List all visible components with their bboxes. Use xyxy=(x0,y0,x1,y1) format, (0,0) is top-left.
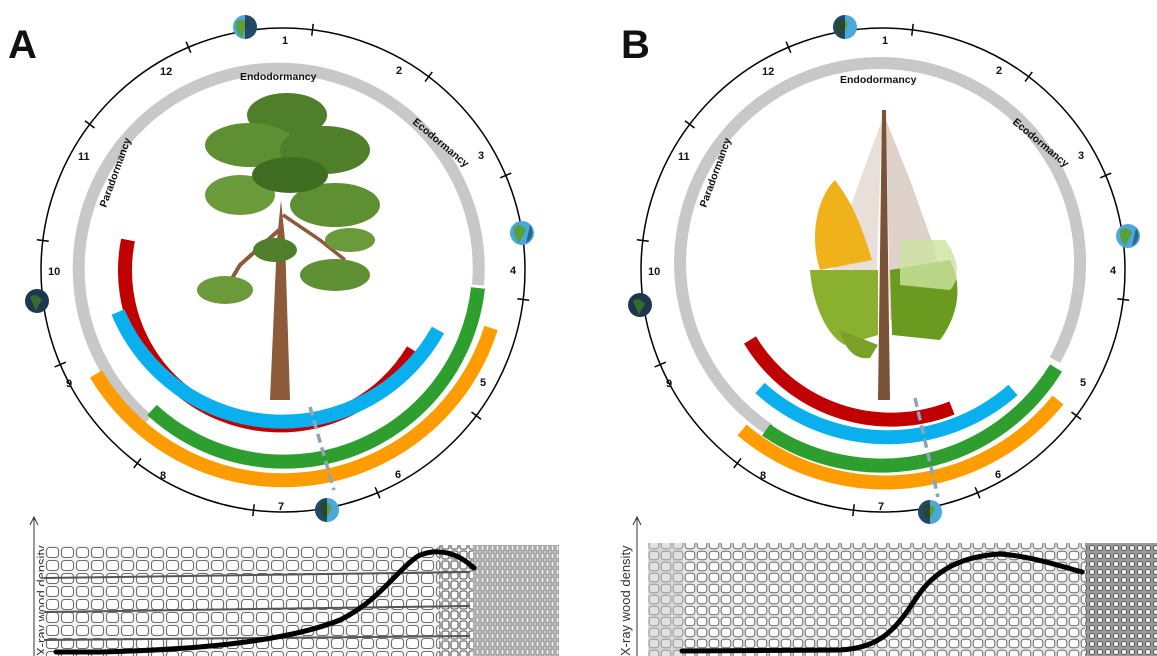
phase-ecodormancy: Ecodormancy xyxy=(410,116,471,170)
blue-arc xyxy=(111,309,445,429)
month-tick xyxy=(424,71,433,82)
month-label-12: 12 xyxy=(160,66,172,78)
clock-circle xyxy=(40,27,526,513)
month-tick xyxy=(1099,172,1112,179)
month-label-4: 4 xyxy=(1110,265,1117,277)
month-label-12: 12 xyxy=(762,66,774,78)
month-label-9: 9 xyxy=(66,378,72,390)
month-label-8: 8 xyxy=(160,470,166,482)
month-label-1: 1 xyxy=(282,35,288,47)
month-tick xyxy=(911,23,914,36)
panel-b: B 1 2 3 4 5 6 7 8 9 10 11 12 xyxy=(618,15,1157,656)
month-tick xyxy=(311,23,314,36)
month-label-3: 3 xyxy=(478,150,484,162)
dormancy-ring xyxy=(72,62,485,425)
month-tick xyxy=(517,298,530,301)
month-labels: 1 2 3 4 5 6 7 8 9 10 11 12 xyxy=(48,35,517,513)
month-tick xyxy=(974,486,981,499)
month-tick xyxy=(852,504,855,517)
month-label-7: 7 xyxy=(278,501,284,513)
panel-letter: A xyxy=(8,23,37,67)
month-tick xyxy=(185,41,192,54)
month-tick xyxy=(84,120,95,129)
month-tick xyxy=(471,411,482,420)
month-label-5: 5 xyxy=(480,377,486,389)
month-label-10: 10 xyxy=(648,266,660,278)
red-arc xyxy=(744,336,955,427)
month-tick xyxy=(785,41,792,54)
month-tick xyxy=(733,458,742,469)
month-label-4: 4 xyxy=(510,265,517,277)
green-arc xyxy=(147,287,485,469)
month-label-6: 6 xyxy=(995,469,1001,481)
month-tick xyxy=(133,458,142,469)
y-axis-label: X-ray wood density xyxy=(618,545,633,656)
month-tick xyxy=(1024,71,1033,82)
month-tick xyxy=(374,486,381,499)
globe-icon xyxy=(833,15,857,39)
month-tick xyxy=(1071,411,1082,420)
density-curve xyxy=(53,549,477,655)
month-label-3: 3 xyxy=(1078,150,1084,162)
month-label-11: 11 xyxy=(78,151,90,163)
panel-a: A 1 2 3 4 5 6 7 xyxy=(8,15,559,656)
globe-icon xyxy=(918,500,942,524)
green-arc xyxy=(762,364,1062,473)
month-label-11: 11 xyxy=(678,151,690,163)
month-tick xyxy=(252,504,255,517)
month-ticks xyxy=(36,23,530,517)
month-label-8: 8 xyxy=(760,470,766,482)
globe-icon xyxy=(510,221,534,245)
clock-circle xyxy=(640,27,1126,513)
larch-tree xyxy=(810,110,958,400)
globe-icon xyxy=(628,293,652,317)
month-tick xyxy=(1117,298,1130,301)
month-tick xyxy=(654,361,667,368)
month-label-2: 2 xyxy=(996,65,1002,77)
month-tick xyxy=(54,361,67,368)
wood-density-panel: X-ray wood density xyxy=(618,515,1157,656)
month-tick xyxy=(636,239,649,242)
month-label-1: 1 xyxy=(882,35,888,47)
blue-arc xyxy=(755,382,1018,445)
month-label-7: 7 xyxy=(878,501,884,513)
globe-icon xyxy=(315,498,339,522)
month-label-9: 9 xyxy=(666,378,672,390)
month-ticks xyxy=(636,23,1130,517)
phase-endodormancy: Endodormancy xyxy=(840,74,917,86)
month-tick xyxy=(36,239,49,242)
density-curve xyxy=(679,551,1085,654)
globe-icon xyxy=(25,289,49,313)
dormancy-ring xyxy=(674,57,1087,436)
month-label-5: 5 xyxy=(1080,377,1086,389)
month-tick xyxy=(684,120,695,129)
wood-density-panel: X-ray wood density xyxy=(29,515,559,656)
month-label-6: 6 xyxy=(395,469,401,481)
marker-line xyxy=(913,397,940,498)
phase-ecodormancy: Ecodormancy xyxy=(1010,116,1071,170)
globe-icon xyxy=(233,15,257,39)
marker-line xyxy=(308,406,336,491)
month-labels: 1 2 3 4 5 6 7 8 9 10 11 12 xyxy=(648,35,1117,513)
orange-arc xyxy=(737,395,1064,490)
pine-tree xyxy=(197,93,380,400)
month-label-10: 10 xyxy=(48,266,60,278)
orange-arc xyxy=(89,325,498,488)
month-label-2: 2 xyxy=(396,65,402,77)
panel-letter: B xyxy=(621,23,650,67)
globe-icon xyxy=(1116,224,1140,248)
phase-endodormancy: Endodormancy xyxy=(240,71,317,83)
month-tick xyxy=(499,172,512,179)
